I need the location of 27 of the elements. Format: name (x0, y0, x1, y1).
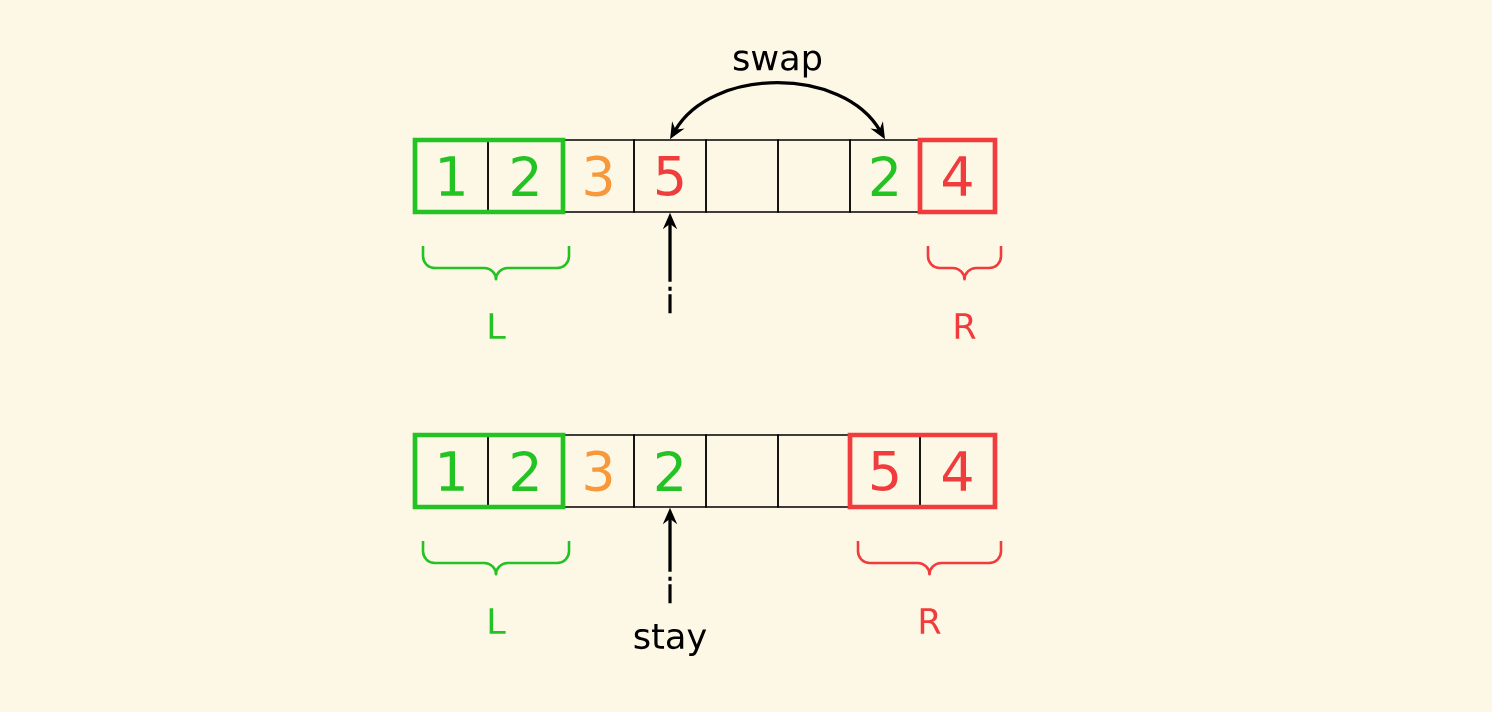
empty-cell (777, 139, 851, 213)
empty-cell (777, 434, 851, 508)
array-cell: 1 (414, 434, 489, 508)
group-box (847, 432, 998, 510)
array-cell: 3 (562, 434, 635, 508)
group-box (412, 432, 566, 510)
array-cell: 4 (919, 434, 996, 508)
note-text: stay (634, 624, 707, 656)
array-cell: 2 (487, 139, 564, 213)
brace-label: R (920, 608, 941, 634)
array-cell: 3 (562, 139, 635, 213)
brace-label: R (955, 313, 976, 339)
brace-label: L (489, 313, 506, 339)
group-box (412, 137, 566, 215)
array-cell: 2 (633, 434, 707, 508)
array-cell: 4 (919, 139, 996, 213)
empty-cell (705, 434, 779, 508)
array-cell: 2 (849, 139, 921, 213)
edge-label: swap (729, 48, 826, 80)
brace-label: L (489, 608, 506, 634)
pointer-label: i (668, 286, 672, 314)
array-cell: 2 (487, 434, 564, 508)
pointer-label: i (668, 576, 672, 604)
array-cell: 5 (633, 139, 707, 213)
empty-cell (705, 139, 779, 213)
array-cell: 5 (849, 434, 921, 508)
array-cell: 1 (414, 139, 489, 213)
